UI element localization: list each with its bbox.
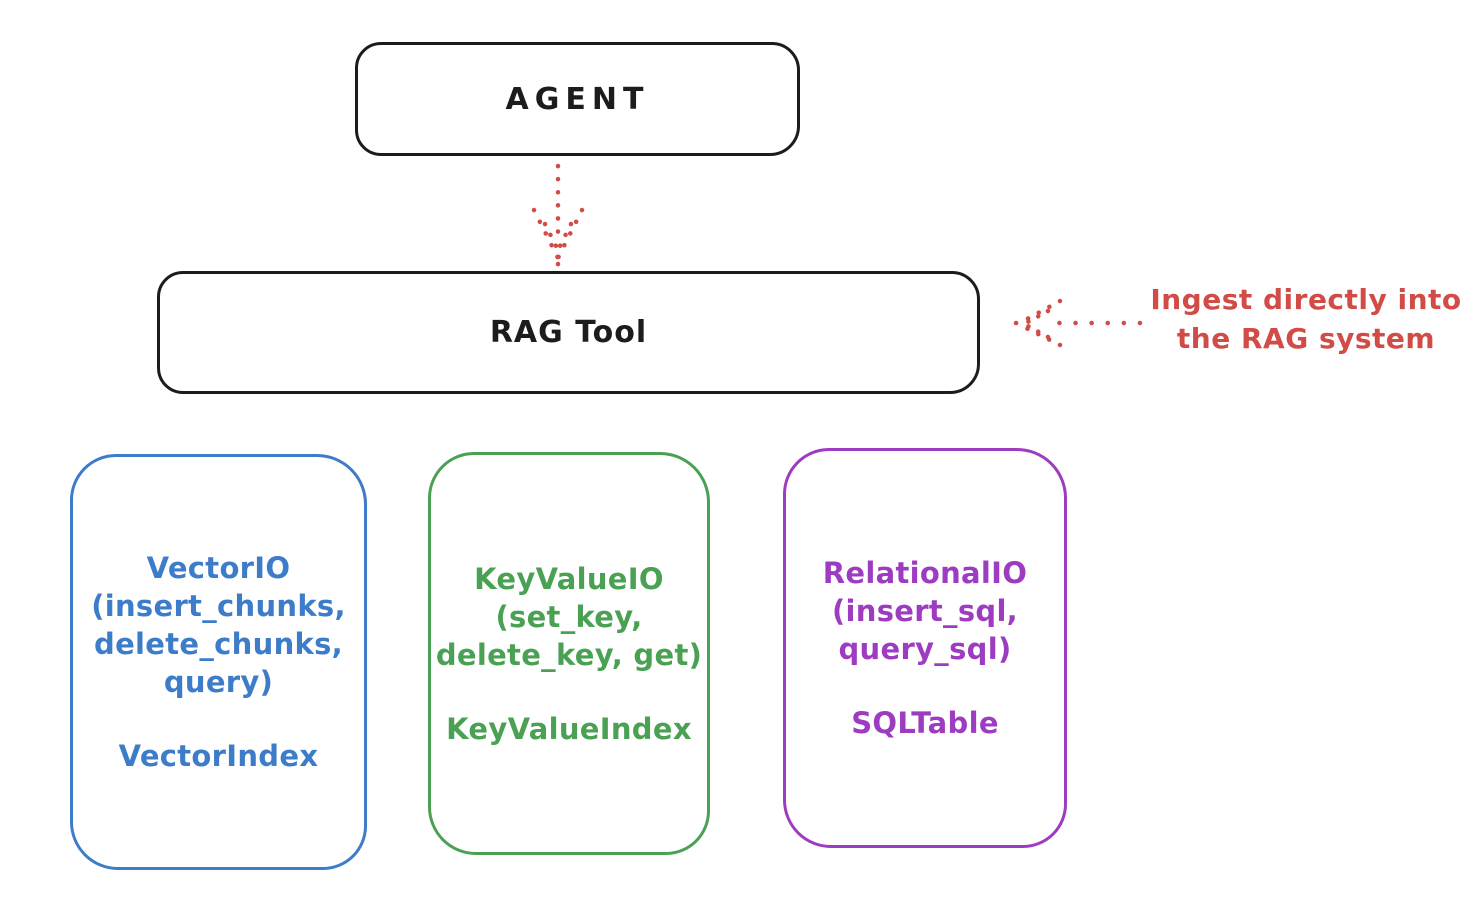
ingest-annotation-line-2: the RAG system xyxy=(1176,322,1436,355)
dotted-left-arrow-icon xyxy=(1013,298,1143,348)
ingest-annotation-line-1: Ingest directly into xyxy=(1150,283,1462,316)
rag-tool-node: RAG Tool xyxy=(157,271,980,394)
key-value-io-methods-line-2: delete_key, get) xyxy=(435,637,703,672)
key-value-io-methods-line-1: (set_key, xyxy=(495,599,643,634)
relational-io-title: RelationalIO xyxy=(822,556,1028,590)
vector-io-methods-line-3: query) xyxy=(163,665,274,699)
dotted-down-arrow-icon xyxy=(531,163,585,267)
vector-io-title: VectorIO xyxy=(146,551,291,585)
relational-io-methods-line-1: (insert_sql, xyxy=(831,594,1018,628)
relational-io-node: RelationalIO (insert_sql, query_sql) SQL… xyxy=(783,448,1067,848)
vector-io-node: VectorIO (insert_chunks, delete_chunks, … xyxy=(70,454,367,870)
ingest-annotation: Ingest directly into the RAG system xyxy=(1138,280,1474,358)
vector-index-label: VectorIndex xyxy=(118,739,319,773)
key-value-io-title: KeyValueIO xyxy=(474,561,664,596)
agent-label: AGENT xyxy=(505,81,650,117)
rag-tool-label: RAG Tool xyxy=(489,315,648,350)
agent-node: AGENT xyxy=(355,42,800,156)
key-value-io-node: KeyValueIO (set_key, delete_key, get) Ke… xyxy=(428,452,710,855)
vector-io-methods-line-2: delete_chunks, xyxy=(94,627,343,661)
relational-io-methods-line-2: query_sql) xyxy=(838,632,1012,666)
vector-io-methods-line-1: (insert_chunks, xyxy=(91,589,346,623)
key-value-index-label: KeyValueIndex xyxy=(446,711,692,746)
sql-table-label: SQLTable xyxy=(851,706,999,740)
